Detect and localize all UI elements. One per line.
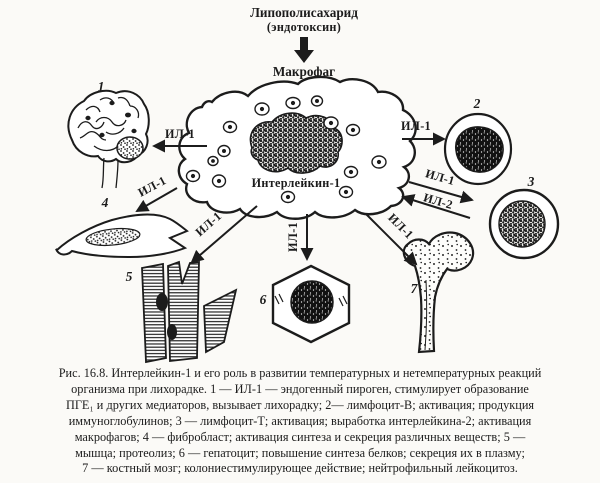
caption-line: иммуноглобулинов; 3 — лимфоцит-Т; актива… [68,413,532,428]
macrophage-cell-icon: Интерлейкин-1 [177,75,417,220]
target-number-4: 4 [101,195,109,210]
target-number-6: 6 [260,292,267,307]
il1-arrow-to-bone-marrow [365,213,418,266]
secretory-vesicles [185,95,387,204]
muscle-icon [141,260,238,364]
b-lymphocyte-icon [443,112,513,186]
target-number-1: 1 [98,79,105,94]
caption-line: организма при лихорадке. 1 — ИЛ-1 — эндо… [71,381,529,396]
target-number-7: 7 [411,281,419,296]
macrophage-nucleus [249,112,343,174]
il1-label-hepatocyte: ИЛ-1 [286,222,300,252]
target-number-5: 5 [126,269,133,284]
interleukin-diagram: Липополисахарид (эндотоксин) Макрофаг Ин… [55,5,560,364]
down-arrow-icon [294,37,314,63]
caption-line: ПГЕ₁ и других медиаторов, вызывает лихор… [65,397,535,412]
il1-arrow-to-t-lymphocyte [408,181,474,204]
brain-icon [67,89,150,189]
fibroblast-icon [55,213,189,259]
target-number-2: 2 [473,96,481,111]
t-lymphocyte-icon [488,188,560,260]
lipopolysaccharide-label: Липополисахарид [250,5,358,20]
il1-arrow-to-muscle [190,205,258,264]
il1-label-brain: ИЛ-1 [165,127,195,141]
target-number-3: 3 [527,174,535,189]
interleukin1-label: Интерлейкин-1 [252,176,341,190]
il1-label-b-lymphocyte: ИЛ-1 [401,119,431,133]
il2-arrow-to-macrophage [401,194,471,219]
caption-line: макрофагов; 4 — фибробласт; активация си… [74,429,526,444]
endotoxin-label: (эндотоксин) [267,20,341,34]
caption-line: Рис. 16.8. Интерлейкин-1 и его роль в ра… [58,366,542,380]
bone-marrow-icon [402,231,475,354]
il1-label-muscle: ИЛ-1 [192,209,224,239]
caption-line: мышца; протеолиз; 6 — гепатоцит; повышен… [75,445,525,460]
figure-caption: Рис. 16.8. Интерлейкин-1 и его роль в ра… [0,366,600,477]
caption-line: 7 — костный мозг; колониестимулирующее д… [82,461,518,476]
il1-arrow-to-fibroblast [135,187,178,212]
macrophage-label: Макрофаг [273,64,335,79]
hepatocyte-icon [271,264,351,344]
